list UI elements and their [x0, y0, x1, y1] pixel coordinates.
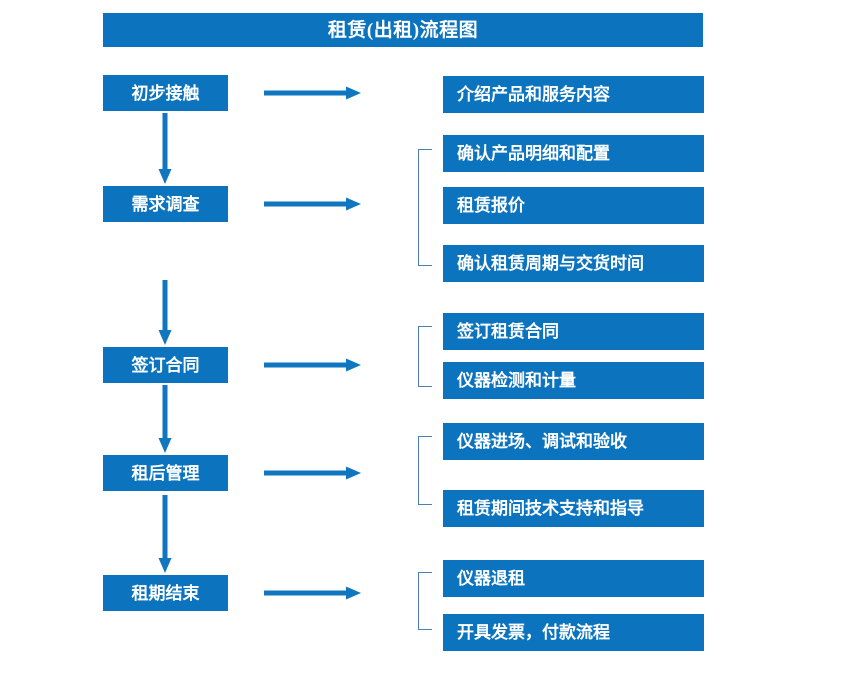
- stage-box-2-label: 需求调查: [131, 194, 200, 214]
- detail-box-10-label: 开具发票，付款流程: [457, 623, 610, 642]
- stage-box-4-label: 租后管理: [131, 463, 200, 483]
- stage-box-3[interactable]: 签订合同: [103, 347, 228, 383]
- detail-box-4[interactable]: 确认租赁周期与交货时间: [443, 245, 704, 282]
- bracket-end-group: [418, 572, 432, 630]
- stage-box-5[interactable]: 租期结束: [103, 575, 228, 611]
- bracket-postrental-group: [418, 436, 432, 505]
- stage-box-4[interactable]: 租后管理: [103, 455, 228, 491]
- stage-box-2[interactable]: 需求调查: [103, 186, 228, 222]
- right-arrow-icon-3: [264, 358, 361, 372]
- chart-title-text: 租赁(出租)流程图: [327, 19, 479, 41]
- bracket-requirements-group: [418, 149, 432, 266]
- stage-box-3-label: 签订合同: [131, 355, 200, 375]
- down-arrow-icon-3: [158, 385, 172, 453]
- stage-box-1-label: 初步接触: [131, 83, 200, 103]
- down-arrow-icon-2: [158, 280, 172, 345]
- right-arrow-icon-1: [264, 86, 361, 100]
- right-arrow-icon-2: [264, 197, 361, 211]
- detail-box-3-label: 租赁报价: [457, 196, 525, 215]
- detail-box-6[interactable]: 仪器检测和计量: [443, 362, 704, 399]
- stage-box-1[interactable]: 初步接触: [103, 75, 228, 111]
- detail-box-9[interactable]: 仪器退租: [443, 560, 704, 597]
- detail-box-3[interactable]: 租赁报价: [443, 187, 704, 224]
- down-arrow-icon-1: [158, 113, 172, 184]
- detail-box-4-label: 确认租赁周期与交货时间: [457, 254, 644, 273]
- detail-box-5[interactable]: 签订租赁合同: [443, 313, 704, 350]
- chart-title-bar: 租赁(出租)流程图: [103, 13, 703, 47]
- detail-box-8-label: 租赁期间技术支持和指导: [457, 499, 644, 518]
- right-arrow-icon-4: [264, 466, 361, 480]
- down-arrow-icon-4: [158, 495, 172, 573]
- detail-box-6-label: 仪器检测和计量: [457, 371, 576, 390]
- detail-box-8[interactable]: 租赁期间技术支持和指导: [443, 490, 704, 527]
- detail-box-2-label: 确认产品明细和配置: [457, 144, 610, 163]
- right-arrow-icon-5: [264, 586, 361, 600]
- bracket-contract-group: [418, 326, 432, 387]
- detail-box-10[interactable]: 开具发票，付款流程: [443, 614, 704, 651]
- detail-box-5-label: 签订租赁合同: [457, 322, 559, 341]
- detail-box-9-label: 仪器退租: [457, 569, 525, 588]
- detail-box-2[interactable]: 确认产品明细和配置: [443, 135, 704, 172]
- detail-box-1[interactable]: 介绍产品和服务内容: [443, 76, 704, 113]
- detail-box-7[interactable]: 仪器进场、调试和验收: [443, 423, 704, 460]
- detail-box-7-label: 仪器进场、调试和验收: [457, 432, 627, 451]
- stage-box-5-label: 租期结束: [131, 583, 200, 603]
- detail-box-1-label: 介绍产品和服务内容: [457, 85, 610, 104]
